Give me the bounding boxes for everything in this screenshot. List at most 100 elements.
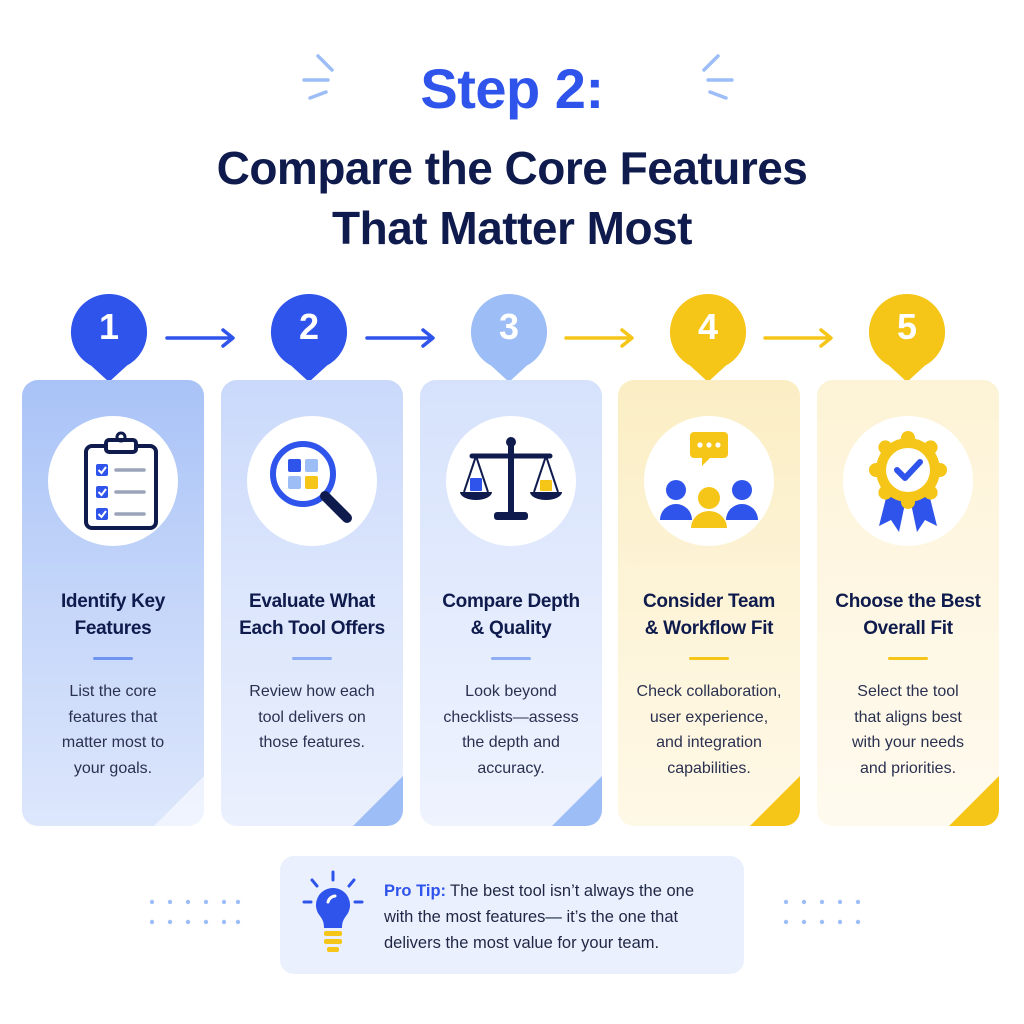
card-description: Select the tool that aligns best with yo… (831, 679, 985, 781)
card-title-line: & Workflow Fit (644, 618, 774, 639)
card-desc-line: those features. (259, 734, 365, 751)
corner-triangle (552, 776, 602, 826)
page-title-line-1: Compare the Core Features (216, 142, 808, 194)
card-title-line: Choose the Best (835, 591, 981, 612)
card-desc-line: matter most to (61, 734, 165, 751)
card-desc-line: your goals. (73, 759, 153, 777)
card-desc-line: accuracy. (477, 759, 545, 777)
pro-tip-line-3: delivers the most value for your team. (384, 934, 660, 952)
map-pin-icon (669, 293, 747, 382)
step-marker-1: 1 (69, 292, 149, 384)
map-pin-icon (270, 293, 348, 382)
pro-tip-line-1: Pro Tip:The best tool isn’t always the o… (384, 878, 730, 904)
map-pin-icon (70, 293, 148, 382)
icon-circle (446, 416, 576, 546)
card-title-line: & Quality (470, 618, 552, 639)
step-label: Step 2: (420, 57, 604, 120)
card-desc-line: Review how each (249, 683, 375, 700)
card-desc-line: List the core (69, 683, 157, 700)
sparkle-lines-left-icon (302, 54, 334, 100)
decorative-dots-left (149, 899, 241, 925)
card-title-line: Features (74, 618, 152, 639)
card-desc-line: and integration (656, 734, 762, 751)
card-title: Identify Key Features (28, 588, 198, 642)
pro-tip-box: Pro Tip:The best tool isn’t always the o… (280, 856, 744, 974)
magnifier-grid-icon (270, 441, 352, 523)
icon-circle (247, 416, 377, 546)
sparkle-lines-right-icon (702, 54, 734, 100)
step-card-5: Choose the Best Overall Fit Select the t… (817, 380, 999, 826)
card-description: List the core features that matter most … (36, 679, 190, 781)
pro-tip-line-2: with the most features— it’s the one tha… (384, 908, 679, 926)
divider (491, 657, 531, 660)
card-description: Check collaboration, user experience, an… (632, 679, 786, 781)
corner-triangle (750, 776, 800, 826)
icon-circle (644, 416, 774, 546)
divider (292, 657, 332, 660)
pro-tip-line-text: The best tool isn’t always the one (450, 882, 695, 900)
clipboard-checklist-icon (84, 431, 158, 530)
arrow-right-icon (763, 328, 833, 348)
card-title: Choose the Best Overall Fit (823, 588, 993, 642)
step-marker-2: 2 (269, 292, 349, 384)
map-pin-icon (868, 293, 946, 382)
card-desc-line: that aligns best (854, 708, 962, 726)
card-desc-line: tool delivers on (258, 708, 366, 726)
step-card-1: Identify Key Features List the core feat… (22, 380, 204, 826)
arrow-right-icon (564, 328, 634, 348)
card-title-line: Identify Key (60, 591, 166, 612)
step-number: 2 (298, 306, 320, 347)
step-card-2: Evaluate What Each Tool Offers Review ho… (221, 380, 403, 826)
pro-tip-text: Pro Tip:The best tool isn’t always the o… (384, 878, 730, 956)
arrow-right-icon (165, 328, 235, 348)
step-marker-3: 3 (469, 292, 549, 384)
header: Step 2: Compare the Core Features That M… (0, 0, 1024, 270)
step-number: 5 (896, 306, 918, 347)
step-number: 3 (498, 306, 520, 347)
pro-tip-label: Pro Tip: (384, 882, 447, 900)
card-desc-line: checklists—assess (443, 708, 579, 726)
corner-triangle (353, 776, 403, 826)
award-badge-icon (869, 431, 947, 532)
card-desc-line: capabilities. (667, 759, 751, 777)
step-card-3: Compare Depth & Quality Look beyond chec… (420, 380, 602, 826)
card-description: Look beyond checklists—assess the depth … (434, 679, 588, 781)
step-marker-4: 4 (668, 292, 748, 384)
balance-scale-icon (460, 437, 562, 520)
divider (689, 657, 729, 660)
card-desc-line: user experience, (649, 708, 769, 726)
team-chat-icon (660, 432, 758, 528)
corner-triangle (154, 776, 204, 826)
icon-circle (48, 416, 178, 546)
card-desc-line: Select the tool (857, 683, 959, 700)
card-title: Consider Team & Workflow Fit (624, 588, 794, 642)
icon-circle (843, 416, 973, 546)
step-card-4: Consider Team & Workflow Fit Check colla… (618, 380, 800, 826)
corner-triangle (949, 776, 999, 826)
card-title: Evaluate What Each Tool Offers (227, 588, 397, 642)
step-marker-5: 5 (867, 292, 947, 384)
card-description: Review how each tool delivers on those f… (235, 679, 389, 756)
card-desc-line: and priorities. (859, 759, 957, 777)
step-number: 1 (98, 306, 120, 347)
card-desc-line: the depth and (462, 734, 560, 751)
card-desc-line: with your needs (851, 734, 965, 751)
divider (888, 657, 928, 660)
card-title-line: Consider Team (643, 591, 775, 612)
divider (93, 657, 133, 660)
page-title-line-2: That Matter Most (332, 202, 693, 254)
map-pin-icon (470, 293, 548, 382)
card-title: Compare Depth & Quality (426, 588, 596, 642)
card-desc-line: features that (68, 708, 158, 726)
step-number: 4 (697, 306, 719, 347)
card-desc-line: Look beyond (465, 683, 557, 700)
card-title-line: Overall Fit (863, 618, 953, 639)
card-title-line: Compare Depth (442, 591, 580, 612)
card-title-line: Each Tool Offers (239, 618, 385, 639)
card-title-line: Evaluate What (249, 591, 375, 612)
arrow-right-icon (365, 328, 435, 348)
card-desc-line: Check collaboration, (636, 683, 782, 700)
decorative-dots-right (783, 899, 861, 925)
page-title: Compare the Core Features That Matter Mo… (0, 138, 1024, 258)
lightbulb-icon (302, 870, 364, 952)
